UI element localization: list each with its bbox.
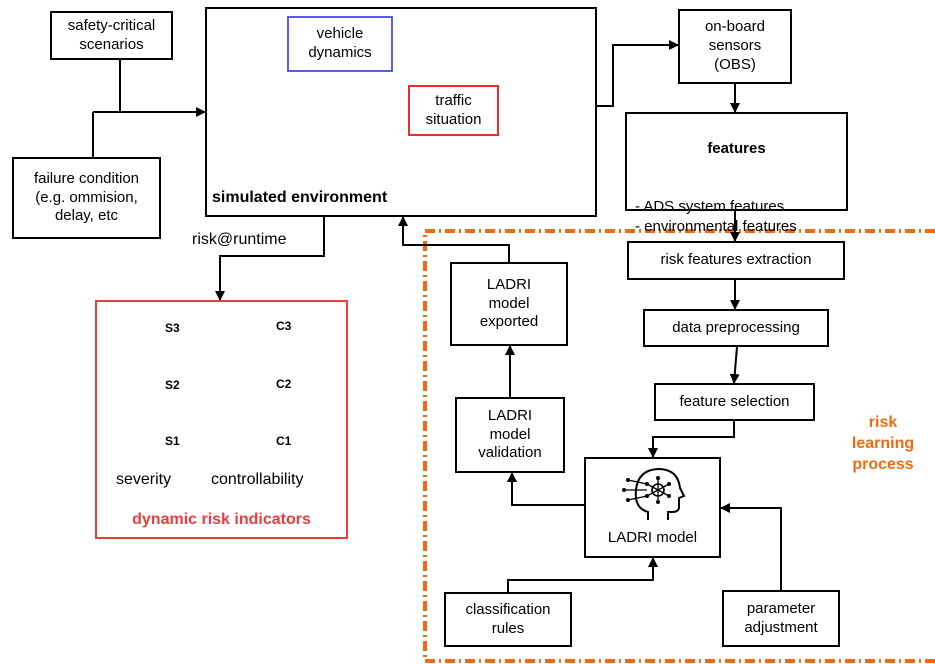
risk-features-extraction-box: risk features extraction <box>627 241 845 280</box>
vehicle-dynamics-box: vehicle dynamics <box>287 16 393 72</box>
dynamic-risk-indicators-box <box>95 300 348 539</box>
sim-to-obs-arrow <box>597 40 679 107</box>
ladri-validation-box: LADRI model validation <box>455 397 565 473</box>
ladri-model-box: LADRI model <box>584 457 721 558</box>
sim-to-indicators-arrow <box>215 217 325 301</box>
controllability-label: controllability <box>211 471 304 488</box>
ladri-exported-box: LADRI model exported <box>450 262 568 346</box>
data-preprocessing-box: data preprocessing <box>643 309 829 347</box>
ladri-model-label: LADRI model <box>607 529 698 547</box>
controllability-level-2: C2 <box>276 377 292 391</box>
simulated-environment-label: simulated environment <box>212 189 388 206</box>
controllability-level-3: C3 <box>276 319 292 333</box>
dynamic-risk-indicators-label: dynamic risk indicators <box>132 511 311 528</box>
preprocessing-to-selection-arrow <box>729 346 740 384</box>
selection-to-model-arrow <box>648 421 735 458</box>
exported-to-sim-arrow <box>398 216 510 262</box>
classification-rules-box: classification rules <box>444 592 572 647</box>
feature-selection-box: feature selection <box>654 383 815 421</box>
controllability-level-1: C1 <box>276 434 292 448</box>
learning-region-border <box>423 229 935 663</box>
risk-learning-process-label: risk learning process <box>851 414 915 473</box>
safety-scenarios-box: safety-critical scenarios <box>50 11 173 60</box>
severity-label: severity <box>116 471 172 488</box>
severity-level-3: S3 <box>165 321 180 335</box>
features-items: - ADS system features - environmental fe… <box>635 198 797 235</box>
features-box: features - ADS system features - environ… <box>625 112 848 235</box>
severity-level-2: S2 <box>165 378 180 392</box>
failure-condition-box: failure condition (e.g. ommision, delay,… <box>12 157 161 239</box>
parameter-to-model-arrow <box>720 503 782 590</box>
simulated-environment-box <box>205 7 597 217</box>
rules-to-model-arrow <box>507 557 658 592</box>
traffic-situation-box: traffic situation <box>408 85 499 136</box>
obs-box: on-board sensors (OBS) <box>678 9 792 84</box>
model-to-validation-arrow <box>507 472 584 506</box>
severity-level-1: S1 <box>165 434 180 448</box>
features-title: features <box>707 139 766 157</box>
risk-runtime-label: risk@runtime <box>192 231 287 248</box>
ai-head-icon <box>622 467 686 520</box>
parameter-adjustment-box: parameter adjustment <box>722 590 840 647</box>
